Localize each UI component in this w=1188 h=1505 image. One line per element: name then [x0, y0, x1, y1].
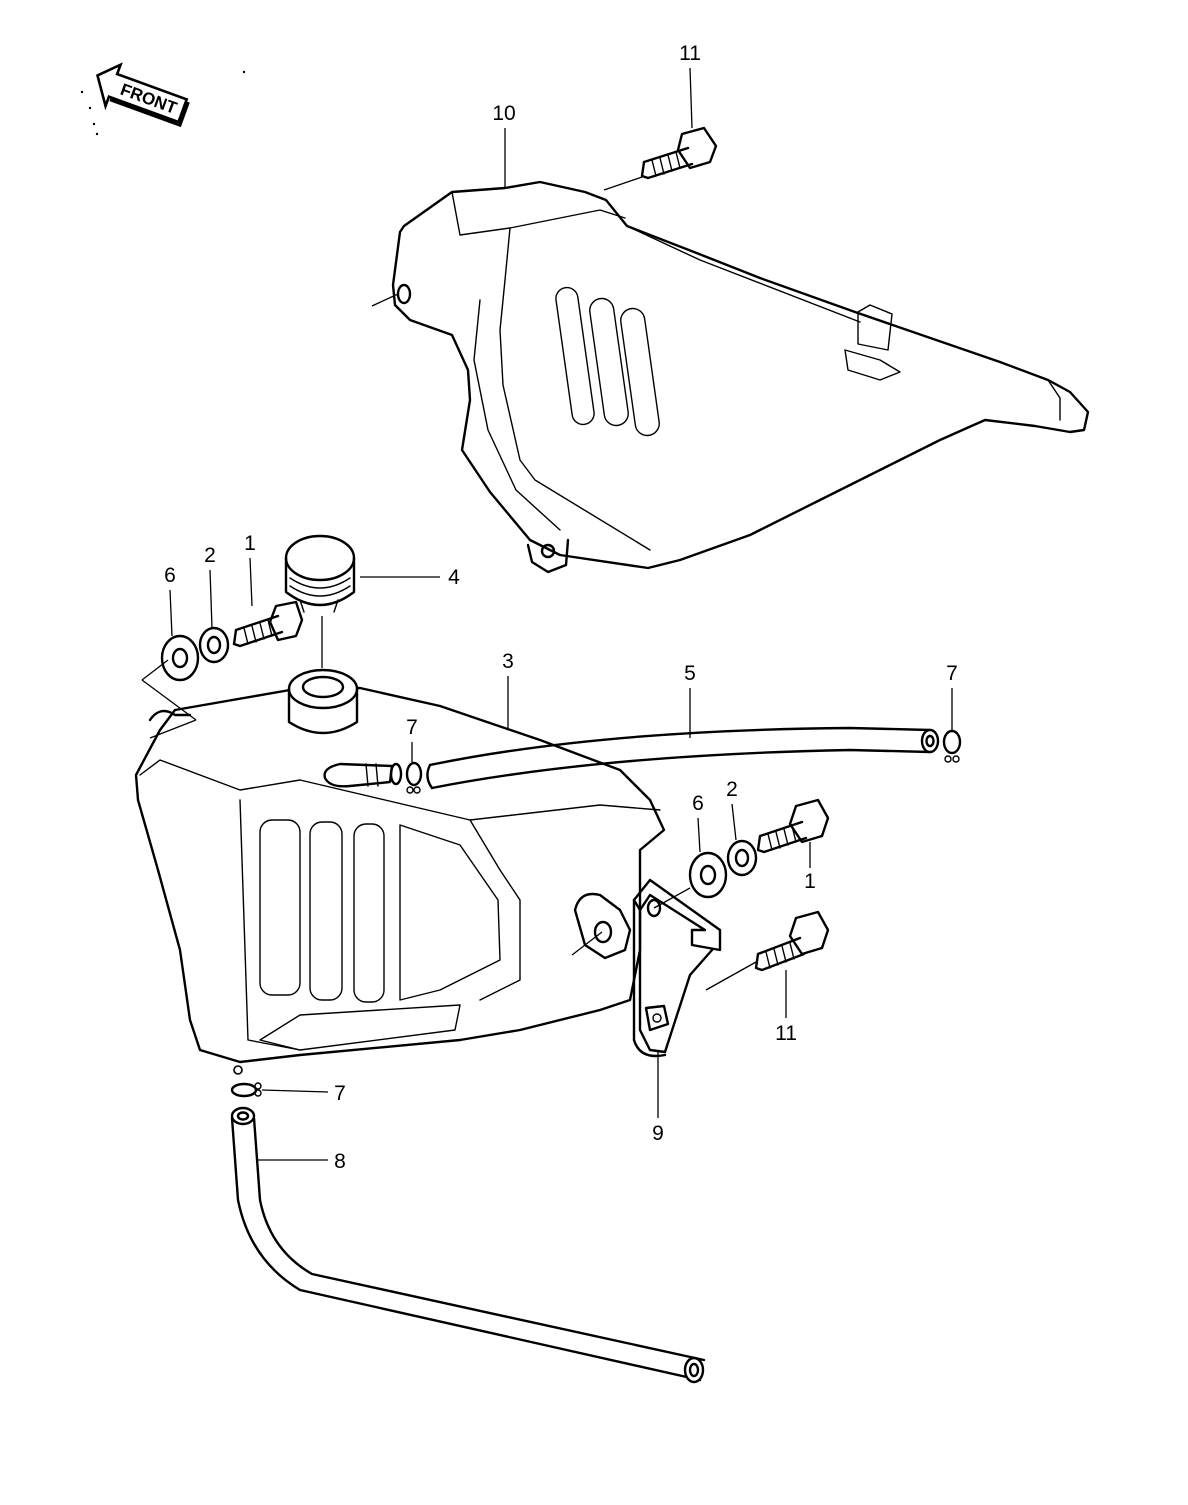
- oil-tank: [134, 668, 666, 1075]
- callout-1-left: 1: [244, 532, 256, 555]
- side-cover: [391, 180, 1090, 574]
- collar-left: [160, 634, 200, 682]
- callout-6-left: 6: [164, 564, 176, 587]
- drain-hose: [230, 1106, 706, 1384]
- washer-right: [726, 839, 758, 877]
- callout-1-right: 1: [804, 870, 816, 893]
- clamp-bottom: [230, 1082, 262, 1098]
- clamp-right: [942, 729, 962, 763]
- speckle-marks: [80, 70, 246, 136]
- callout-7-top: 7: [946, 662, 958, 685]
- callout-6-right: 6: [692, 792, 704, 815]
- callout-11-top: 11: [679, 42, 701, 65]
- callout-2-left: 2: [204, 544, 216, 567]
- callout-4: 4: [448, 566, 460, 589]
- collar-right: [688, 851, 728, 899]
- tank-cap: [284, 534, 356, 613]
- leader-lines: [141, 67, 953, 1161]
- breather-hose: [426, 726, 940, 790]
- callout-5: 5: [684, 662, 696, 685]
- callout-3: 3: [502, 650, 514, 673]
- callout-2-right: 2: [726, 778, 738, 801]
- callout-labels: 11 10 1 2 6 4 3 5 7 7 6 2 1 11 7 8 9: [164, 42, 958, 1173]
- bolt-left: [232, 600, 304, 648]
- bolt-top: [640, 126, 718, 180]
- front-arrow-icon: FRONT: [95, 62, 190, 128]
- callout-7-mid: 7: [406, 716, 418, 739]
- callout-9: 9: [652, 1122, 664, 1145]
- callout-11-bottom: 11: [775, 1022, 797, 1045]
- callout-8: 8: [334, 1150, 346, 1173]
- clamp-mid: [405, 761, 423, 794]
- bracket: [632, 878, 722, 1058]
- washer-left: [198, 626, 230, 664]
- callout-7-bottom: 7: [334, 1082, 346, 1105]
- bolt-right: [756, 798, 830, 854]
- bolt-bottom-right: [754, 910, 830, 972]
- callout-10: 10: [492, 102, 515, 125]
